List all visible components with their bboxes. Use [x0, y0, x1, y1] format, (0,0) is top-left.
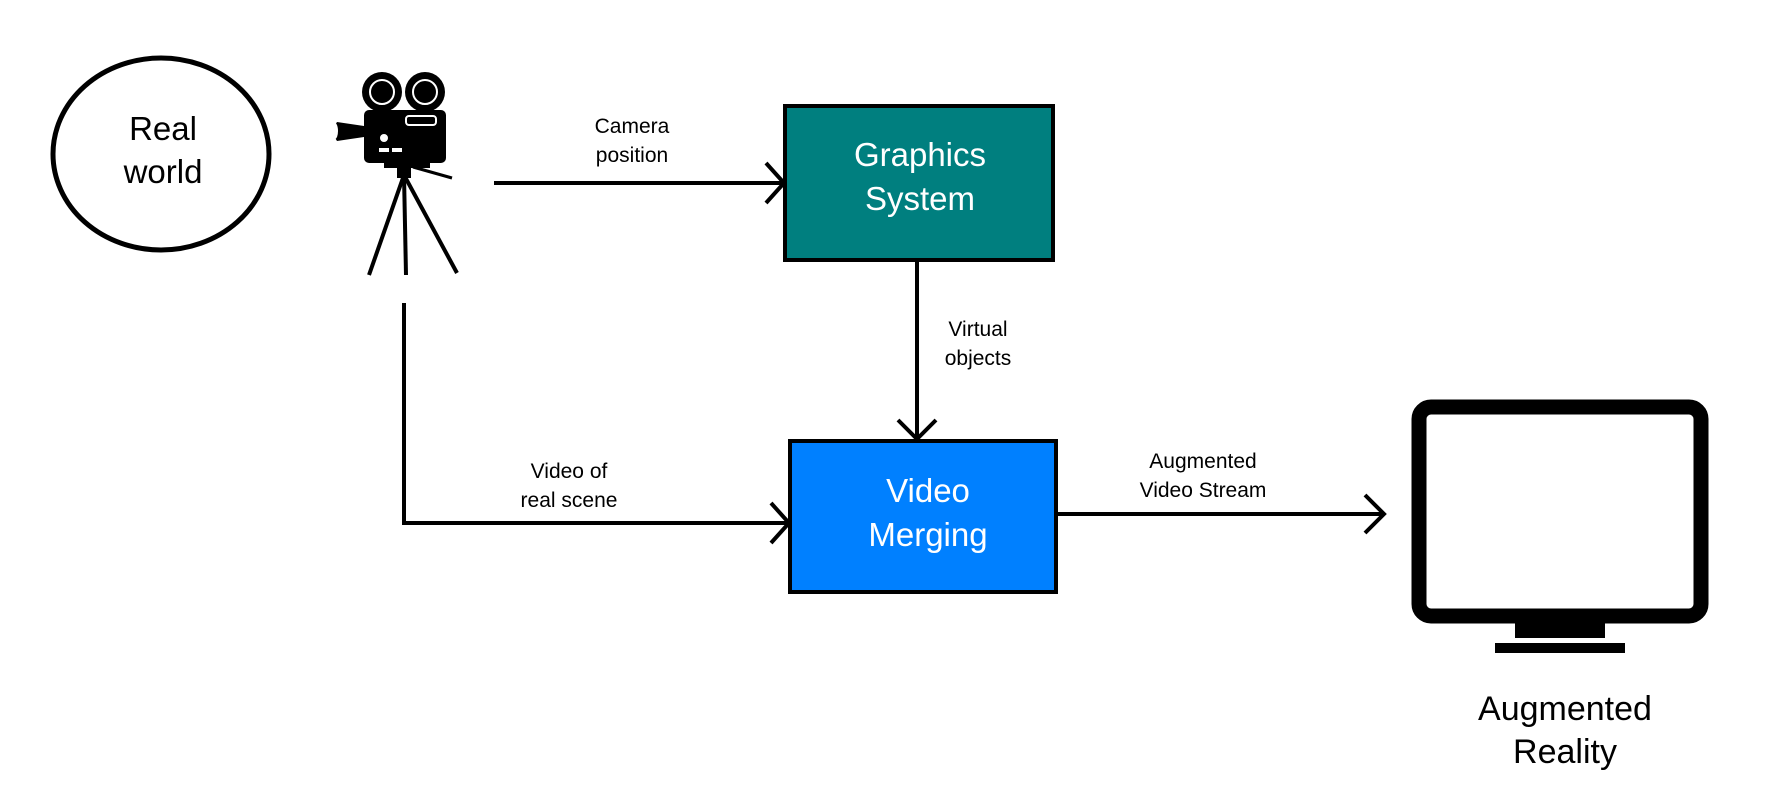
camera-reel-right	[405, 72, 445, 112]
movie-camera-icon	[332, 72, 459, 276]
video-real-scene-label-line2: real scene	[521, 489, 618, 512]
augmented-stream-label-line1: Augmented	[1149, 450, 1256, 473]
tripod-leg-right	[402, 174, 459, 274]
real-world-node: Real world	[50, 55, 272, 253]
arrowhead-icon	[764, 161, 787, 205]
camera-reel-left	[362, 72, 402, 112]
augmented-reality-label-line1: Augmented	[1478, 690, 1652, 728]
edge-merging-to-display: Augmented Video Stream	[1057, 450, 1387, 535]
video-merging-label-line2: Merging	[868, 516, 987, 553]
camera-body	[364, 110, 446, 163]
camera-position-label-line2: position	[596, 144, 668, 167]
real-world-label-line1: Real	[129, 110, 197, 147]
camera-lens	[333, 122, 364, 141]
virtual-objects-label-line1: Virtual	[948, 318, 1007, 341]
video-real-scene-label-line1: Video of	[531, 460, 608, 483]
edge-camera-to-merging: Video of real scene	[402, 303, 792, 545]
virtual-objects-label-line2: objects	[945, 347, 1012, 370]
real-world-label-line2: world	[123, 153, 203, 190]
augmented-reality-label-line2: Reality	[1513, 733, 1617, 771]
monitor-icon	[1411, 399, 1709, 653]
arrowhead-icon	[896, 418, 938, 442]
video-merging-box	[788, 439, 1058, 594]
tripod-leg-center	[402, 174, 408, 276]
video-merging-node: Video Merging	[788, 439, 1058, 594]
real-world-ellipse	[50, 55, 272, 253]
edge-graphics-to-merging: Virtual objects	[896, 261, 1012, 442]
graphics-system-label-line2: System	[865, 180, 975, 217]
edge-camera-to-graphics: Camera position	[494, 115, 787, 205]
camera-position-label-line1: Camera	[595, 115, 670, 138]
arrowhead-icon	[769, 501, 792, 545]
graphics-system-box	[783, 104, 1055, 262]
monitor-screen	[1411, 399, 1709, 624]
video-feed-arrow-line	[402, 303, 788, 525]
monitor-base	[1495, 643, 1625, 653]
graphics-system-node: Graphics System	[783, 104, 1055, 262]
monitor-neck	[1515, 620, 1605, 638]
augmented-stream-label-line2: Video Stream	[1140, 479, 1267, 502]
video-merging-label-line1: Video	[886, 472, 970, 509]
arrowhead-icon	[1363, 493, 1387, 535]
graphics-system-label-line1: Graphics	[854, 136, 986, 173]
tripod-leg-left	[367, 174, 406, 276]
